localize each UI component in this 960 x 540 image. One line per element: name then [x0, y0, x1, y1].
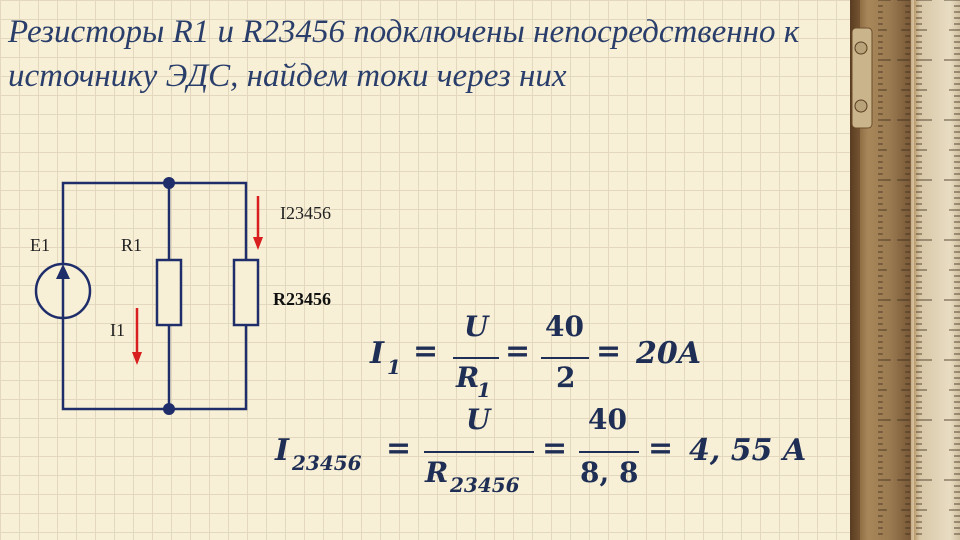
eq1-eq-sign-2: =	[505, 334, 531, 369]
eq1-lhs-var: I	[370, 336, 385, 371]
eq2-lhs-sub: 23456	[292, 451, 362, 475]
eq2-frac2-bar	[579, 451, 639, 453]
eq1-frac1-num: U	[464, 310, 489, 343]
ruler-decoration	[850, 0, 960, 540]
screw-icon	[854, 99, 868, 113]
eq2-eq-sign-2: =	[542, 431, 568, 466]
screw-icon	[854, 41, 868, 55]
eq2-result: 4, 55 A	[689, 433, 807, 468]
eq2-frac2-num: 40	[588, 403, 627, 436]
eq2-lhs-var: I	[275, 433, 290, 468]
current2-label: I23456	[280, 203, 331, 223]
emf-source-icon	[34, 262, 92, 320]
eq1-frac2-bar	[541, 357, 589, 359]
source-label: E1	[30, 235, 50, 255]
eq1-frac1-den-sub: 1	[477, 378, 491, 402]
current-arrow-i1-icon	[132, 308, 142, 365]
eq2-eq-sign-3: =	[648, 431, 674, 466]
eq2-frac1-bar	[424, 451, 534, 453]
eq1-eq-sign-3: =	[596, 334, 622, 369]
eq1-frac2-den: 2	[556, 361, 576, 394]
circuit-diagram: E1 R1 R23456 I1 I23456	[30, 177, 331, 415]
slide-title: Резисторы R1 и R23456 подключены непосре…	[8, 14, 800, 94]
resistor-r1-icon	[155, 258, 183, 327]
eq2-frac1-num: U	[466, 403, 491, 436]
junction-bottom	[163, 403, 175, 415]
eq2-frac2-den: 8, 8	[580, 456, 639, 489]
eq1-frac1-bar	[453, 357, 499, 359]
current-arrow-i23456-icon	[253, 196, 263, 250]
resistor1-label: R1	[121, 235, 142, 255]
junction-top	[163, 177, 175, 189]
ruler-ticks	[850, 0, 960, 540]
eq2-eq-sign-1: =	[386, 431, 412, 466]
eq2-frac1-den-sub: 23456	[450, 473, 520, 497]
resistor2-label: R23456	[273, 289, 331, 309]
eq1-lhs-sub: 1	[387, 355, 401, 379]
eq2-frac1-den-var: R	[425, 456, 449, 489]
eq1-result: 20A	[636, 336, 702, 371]
eq1-frac2-num: 40	[545, 310, 584, 343]
current1-label: I1	[110, 320, 125, 340]
eq1-frac1-den-var: R	[456, 361, 480, 394]
resistor-r23456-icon	[232, 258, 260, 327]
eq1-eq-sign-1: =	[413, 334, 439, 369]
